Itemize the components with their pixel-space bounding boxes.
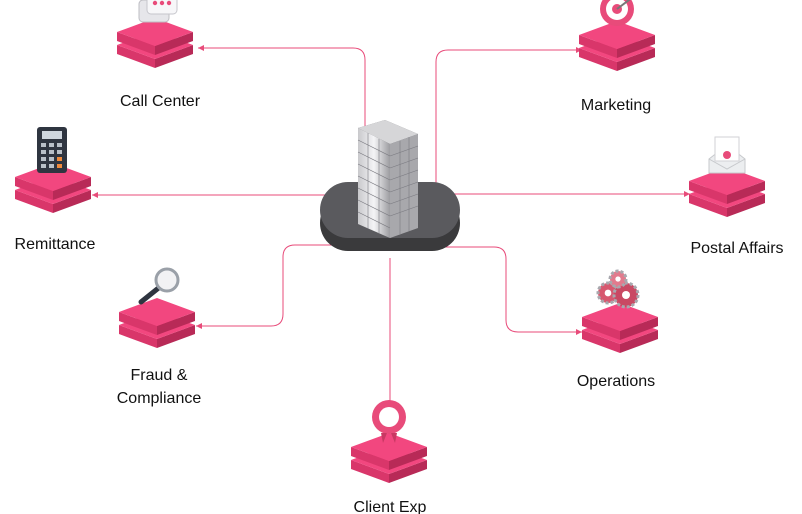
envelope-icon: [708, 136, 746, 174]
platform-face-left: [15, 190, 53, 213]
arrow-call-center: [198, 45, 204, 51]
platform-face-left: [15, 177, 53, 200]
target-icon: [600, 0, 634, 26]
chat-bubbles-icon: [138, 0, 178, 23]
connectors: [92, 47, 690, 417]
rosette-icon: [372, 400, 406, 443]
platform-face-right: [620, 317, 658, 340]
arrow-operations: [576, 329, 582, 335]
platform-face-right: [389, 447, 427, 470]
label-operations: Operations: [576, 373, 656, 390]
calculator-icon: [37, 127, 67, 173]
connector-marketing: [435, 49, 582, 183]
label-call-center: Call Center: [119, 93, 201, 110]
magnifier-icon: [138, 267, 180, 305]
platform-face-right: [155, 32, 193, 55]
platform-fraud: [119, 267, 195, 348]
platform-face-right: [157, 312, 195, 335]
platform-face-right: [727, 181, 765, 204]
platform-face-left: [119, 312, 157, 335]
label-remittance: Remittance: [14, 236, 96, 253]
platform-face-left: [582, 317, 620, 340]
platform-face-right: [389, 460, 427, 483]
platform-postal: [689, 136, 765, 217]
platform-face-left: [119, 325, 157, 348]
gears-icon: [596, 269, 640, 309]
platform-face-left: [351, 460, 389, 483]
platform-face-top: [117, 18, 193, 46]
platform-face-left: [582, 330, 620, 353]
platform-face-top: [15, 163, 91, 191]
arrow-remittance: [92, 192, 98, 198]
label-marketing: Marketing: [580, 97, 652, 114]
platform-face-right: [617, 48, 655, 71]
platform-face-left: [351, 447, 389, 470]
platform-face-right: [53, 190, 91, 213]
platform-face-right: [727, 194, 765, 217]
label-fraud-line2: Compliance: [116, 390, 202, 407]
platform-remittance: [15, 127, 91, 213]
label-fraud-line1: Fraud &: [130, 367, 188, 384]
platform-face-left: [689, 181, 727, 204]
platform-marketing: [579, 0, 655, 71]
platform-face-left: [117, 32, 155, 55]
platform-call-center: [117, 0, 193, 68]
platform-face-right: [53, 177, 91, 200]
platform-face-top: [579, 21, 655, 49]
node-layer: [15, 0, 765, 483]
central-hub: [320, 120, 460, 251]
platform-face-left: [579, 48, 617, 71]
platform-face-top: [582, 303, 658, 331]
connector-call-center: [198, 47, 366, 183]
platform-face-right: [617, 35, 655, 58]
arrow-postal: [684, 191, 690, 197]
platform-face-right: [620, 330, 658, 353]
office-building-icon: [357, 120, 419, 238]
connector-fraud: [196, 244, 352, 327]
platform-face-top: [689, 167, 765, 195]
platform-face-right: [155, 45, 193, 68]
platform-face-left: [117, 45, 155, 68]
platform-face-right: [157, 325, 195, 348]
platform-face-left: [579, 35, 617, 58]
platform-client: [351, 400, 427, 483]
arrow-fraud: [196, 323, 202, 329]
platform-face-top: [351, 433, 427, 461]
connector-operations: [432, 246, 582, 333]
label-client-exp: Client Exp: [353, 499, 427, 514]
platform-face-top: [119, 298, 195, 326]
platform-face-left: [689, 194, 727, 217]
platform-operations: [582, 269, 658, 353]
label-postal-affairs: Postal Affairs: [690, 240, 784, 257]
